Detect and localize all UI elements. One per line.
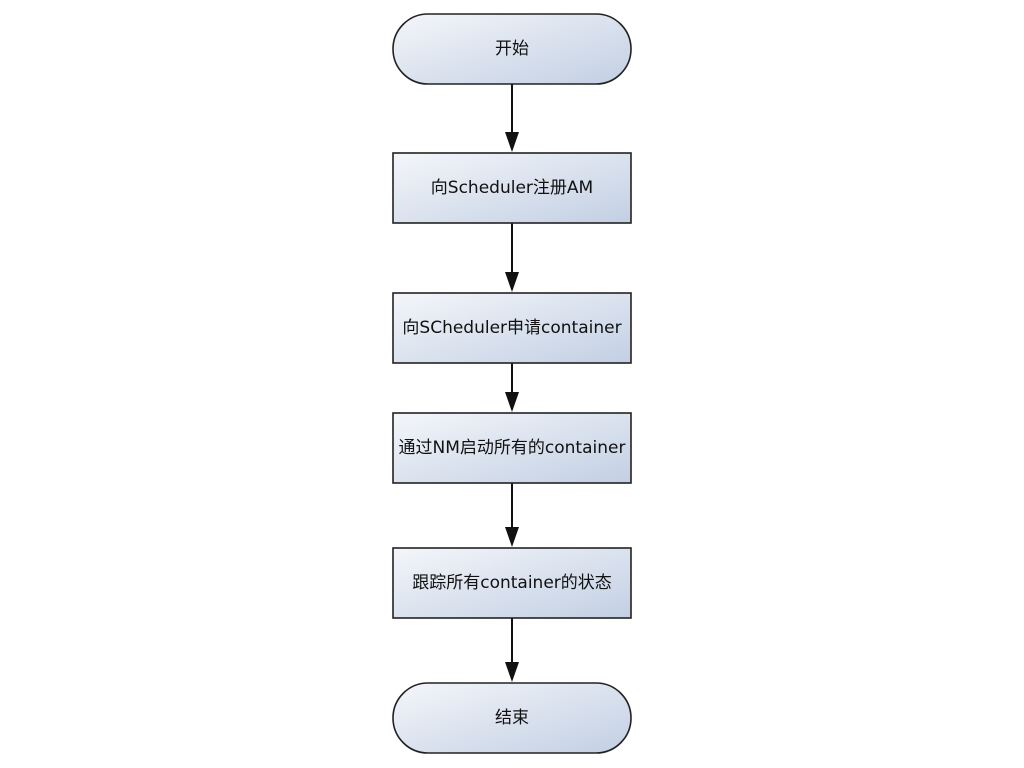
node-label: 通过NM启动所有的container: [399, 438, 626, 458]
arrowhead-icon: [505, 132, 519, 152]
edges-layer: [505, 84, 519, 682]
process-shape: [392, 547, 632, 619]
node-end[interactable]: 结束: [392, 682, 632, 754]
node-label: 结束: [495, 708, 529, 728]
edge-track-to-end: [505, 618, 519, 682]
edge-start-to-register: [505, 84, 519, 152]
process-shape: [392, 412, 632, 484]
edge-launch-to-track: [505, 483, 519, 547]
edge-register-to-request: [505, 223, 519, 292]
node-start[interactable]: 开始: [392, 13, 632, 85]
arrowhead-icon: [505, 392, 519, 412]
node-label: 向Scheduler注册AM: [431, 178, 593, 198]
arrowhead-icon: [505, 662, 519, 682]
node-label: 跟踪所有container的状态: [412, 573, 612, 593]
node-track-status[interactable]: 跟踪所有container的状态: [392, 547, 632, 619]
node-request-container[interactable]: 向SCheduler申请container: [392, 292, 632, 364]
node-launch-containers[interactable]: 通过NM启动所有的container: [392, 412, 632, 484]
arrowhead-icon: [505, 527, 519, 547]
node-label: 向SCheduler申请container: [402, 318, 621, 338]
edge-request-to-launch: [505, 363, 519, 412]
arrowhead-icon: [505, 272, 519, 292]
node-register-am[interactable]: 向Scheduler注册AM: [392, 152, 632, 224]
nodes-layer: 开始 向Scheduler注册AM 向SCheduler申请container …: [392, 13, 632, 754]
node-label: 开始: [495, 39, 529, 59]
process-shape: [392, 292, 632, 364]
process-shape: [392, 152, 632, 224]
terminal-shape: [392, 682, 632, 754]
terminal-shape: [392, 13, 632, 85]
